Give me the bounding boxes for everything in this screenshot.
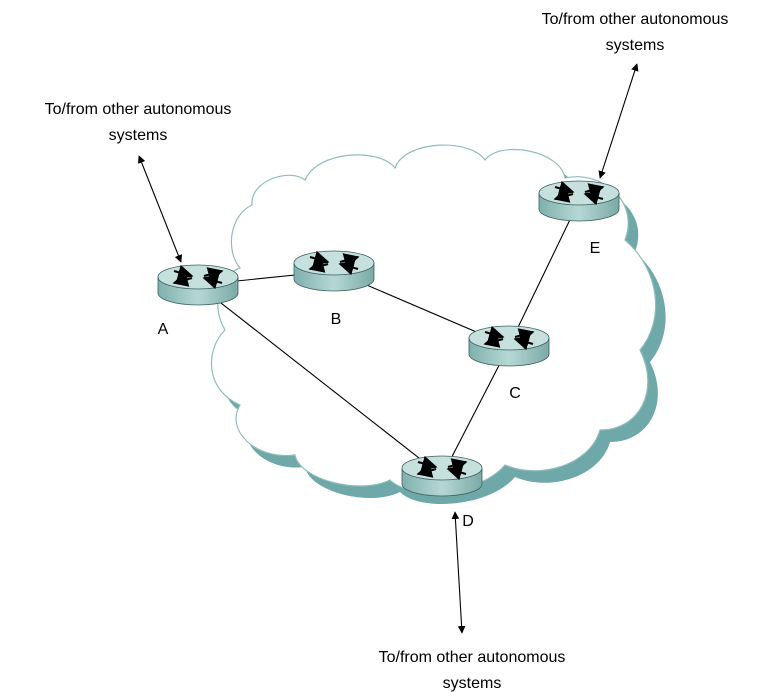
router-e-label: E xyxy=(590,240,601,257)
cloud xyxy=(210,144,657,493)
router-arrows-icon xyxy=(416,455,468,481)
router-d-label: D xyxy=(462,513,474,530)
router-a-top xyxy=(157,264,239,290)
external-label-e-line-1: To/from other autonomous xyxy=(542,11,729,28)
router-arrows-icon xyxy=(553,180,605,206)
router-d-top xyxy=(401,455,483,481)
external-label-a-line-1: To/from other autonomous xyxy=(45,101,232,118)
link-c-e xyxy=(508,200,580,347)
external-label-a: To/from other autonomous systems xyxy=(45,101,232,144)
external-label-e-line-2: systems xyxy=(606,37,665,54)
router-a-label: A xyxy=(158,321,169,338)
link-c-d xyxy=(441,345,510,477)
router-b xyxy=(293,250,375,292)
external-arrow-e xyxy=(598,63,639,179)
external-arrow-a xyxy=(137,155,183,263)
router-d xyxy=(401,455,483,497)
router-e xyxy=(538,180,620,222)
router-arrows-icon xyxy=(483,325,535,351)
external-label-e: To/from other autonomous systems xyxy=(542,11,729,54)
router-b-label: B xyxy=(331,311,342,328)
router-c-top xyxy=(468,325,550,351)
router-arrows-icon xyxy=(308,250,360,276)
external-label-d: To/from other autonomous systems xyxy=(379,649,566,692)
link-a-d xyxy=(197,284,443,477)
router-e-top xyxy=(538,180,620,206)
router-c-label: C xyxy=(509,385,521,402)
external-arrow-d xyxy=(451,511,466,634)
routers-layer xyxy=(157,180,620,497)
external-label-a-line-2: systems xyxy=(109,127,168,144)
external-arrows-layer xyxy=(137,63,639,634)
external-label-d-line-1: To/from other autonomous xyxy=(379,649,566,666)
external-label-d-line-2: systems xyxy=(443,675,502,692)
router-a xyxy=(157,264,239,306)
router-c xyxy=(468,325,550,367)
router-b-top xyxy=(293,250,375,276)
router-arrows-icon xyxy=(172,264,224,290)
